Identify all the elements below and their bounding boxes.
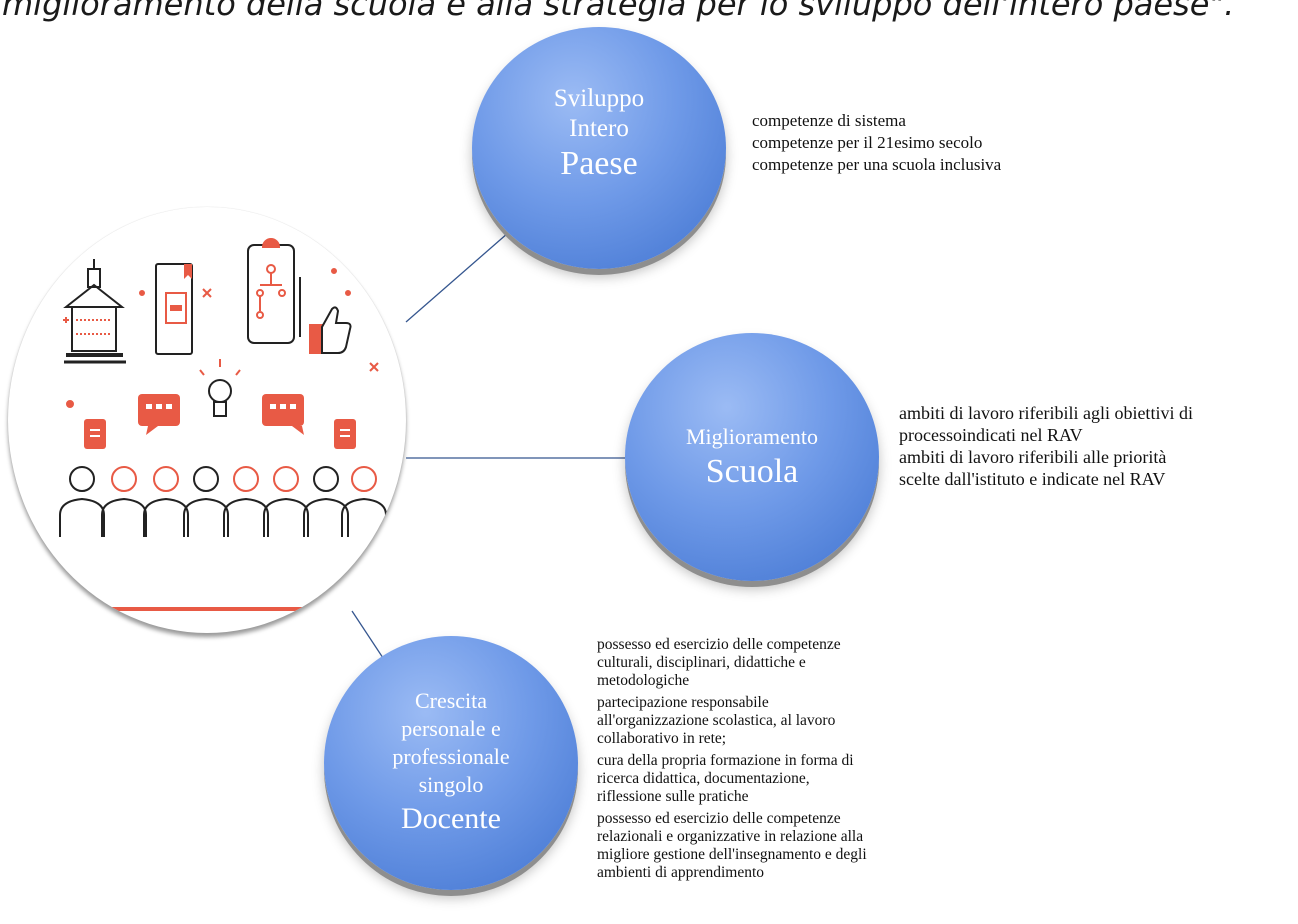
detail-item-1: possesso ed esercizio delle competenze c… xyxy=(597,636,867,690)
detail-line: riflessione sulle pratiche xyxy=(597,788,749,805)
detail-line: competenze di sistema xyxy=(752,111,906,130)
speech-bubbles xyxy=(84,394,356,449)
node-crescita-line1: Crescita xyxy=(414,688,488,713)
connector-sviluppo xyxy=(405,232,509,323)
detail-line: competenze per il 21esimo secolo xyxy=(752,133,983,152)
detail-line: culturali, disciplinari, didattiche e xyxy=(597,654,806,671)
node-crescita-line4: singolo xyxy=(418,772,484,797)
central-illustration xyxy=(8,207,406,633)
details-crescita: possesso ed esercizio delle competenze c… xyxy=(597,636,867,886)
detail-line: migliore gestione dell'insegnamento e de… xyxy=(597,846,867,863)
detail-item-4: possesso ed esercizio delle competenze r… xyxy=(597,810,867,882)
detail-line: relazionali e organizzative in relazione… xyxy=(597,828,864,845)
detail-line: scelte dall'istituto e indicate nel RAV xyxy=(899,469,1166,489)
flowchart-clipboard-icon xyxy=(247,238,301,344)
node-miglioramento-scuola: Miglioramento Scuola xyxy=(625,333,879,581)
decorative-marks xyxy=(63,268,379,408)
teamwork-illustration xyxy=(59,238,387,611)
node-crescita-docente: Crescita personale e professionale singo… xyxy=(324,636,578,890)
school-building-icon xyxy=(63,259,126,364)
person-4 xyxy=(183,466,229,537)
detail-line: all'organizzazione scolastica, al lavoro xyxy=(597,712,836,729)
person-8 xyxy=(341,466,387,537)
detail-line: ricerca didattica, documentazione, xyxy=(597,770,810,787)
node-crescita-line5: Docente xyxy=(401,802,501,835)
detail-line: ambiti di lavoro riferibili agli obietti… xyxy=(899,403,1193,423)
detail-item-3: cura della propria formazione in forma d… xyxy=(597,752,867,806)
people-row xyxy=(59,466,387,537)
connector-crescita xyxy=(351,610,388,665)
node-crescita-line2: personale e xyxy=(401,716,501,741)
node-sviluppo-intero-paese: Sviluppo Intero Paese xyxy=(472,27,726,269)
person-5 xyxy=(223,466,269,537)
detail-line: competenze per una scuola inclusiva xyxy=(752,155,1002,174)
node-miglioramento-line2: Scuola xyxy=(705,453,799,490)
detail-item-2: partecipazione responsabile all'organizz… xyxy=(597,694,867,748)
detail-line: partecipazione responsabile xyxy=(597,694,769,711)
detail-line: collaborativo in rete; xyxy=(597,730,727,747)
thumbs-up-icon xyxy=(309,306,352,354)
detail-line: possesso ed esercizio delle competenze xyxy=(597,636,841,653)
person-2 xyxy=(101,466,147,537)
details-miglioramento: ambiti di lavoro riferibili agli obietti… xyxy=(899,402,1193,490)
detail-line: metodologiche xyxy=(597,672,690,689)
person-7 xyxy=(303,466,349,537)
person-6 xyxy=(263,466,309,537)
book-icon xyxy=(155,263,193,355)
detail-line: ambienti di apprendimento xyxy=(597,864,765,881)
details-sviluppo: competenze di sistema competenze per il … xyxy=(752,110,1001,176)
node-sviluppo-line1: Sviluppo xyxy=(553,85,645,112)
detail-line: cura della propria formazione in forma d… xyxy=(597,752,854,769)
person-3 xyxy=(143,466,189,537)
detail-line: possesso ed esercizio delle competenze xyxy=(597,810,841,827)
node-sviluppo-line3: Paese xyxy=(560,145,638,182)
detail-line: ambiti di lavoro riferibili alle priorit… xyxy=(899,447,1167,467)
node-sviluppo-line2: Intero xyxy=(569,115,629,142)
detail-line: processoindicati nel RAV xyxy=(899,425,1083,445)
node-miglioramento-line1: Miglioramento xyxy=(686,424,818,449)
person-1 xyxy=(59,466,105,537)
light-bulb-icon xyxy=(199,359,241,417)
top-caption: miglioramento della scuola e alla strate… xyxy=(2,0,1235,23)
node-crescita-line3: professionale xyxy=(392,744,510,769)
